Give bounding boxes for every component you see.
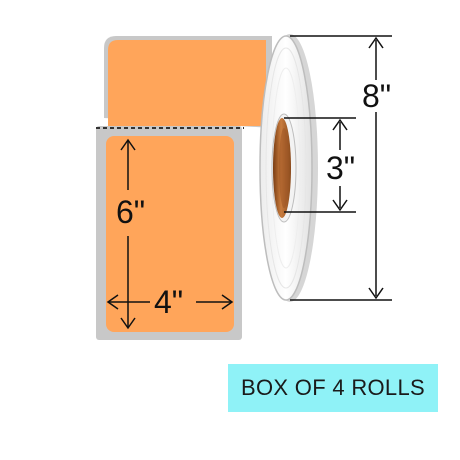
label-length-dimension [120, 138, 136, 330]
core-diameter-label: 3" [324, 150, 358, 186]
label-width-label: 4" [154, 284, 184, 320]
box-quantity-badge: BOX OF 4 ROLLS [228, 364, 438, 412]
label-width-dimension [106, 294, 234, 310]
roll-body [104, 36, 272, 128]
label-length-label: 6" [116, 194, 146, 230]
hanging-label-strip [96, 126, 244, 340]
core-diameter-dimension [284, 117, 356, 213]
roll-end-face [259, 34, 318, 302]
orange-label [106, 136, 234, 332]
roll-diameter-label: 8" [360, 78, 394, 114]
roll-top-label [108, 40, 266, 126]
